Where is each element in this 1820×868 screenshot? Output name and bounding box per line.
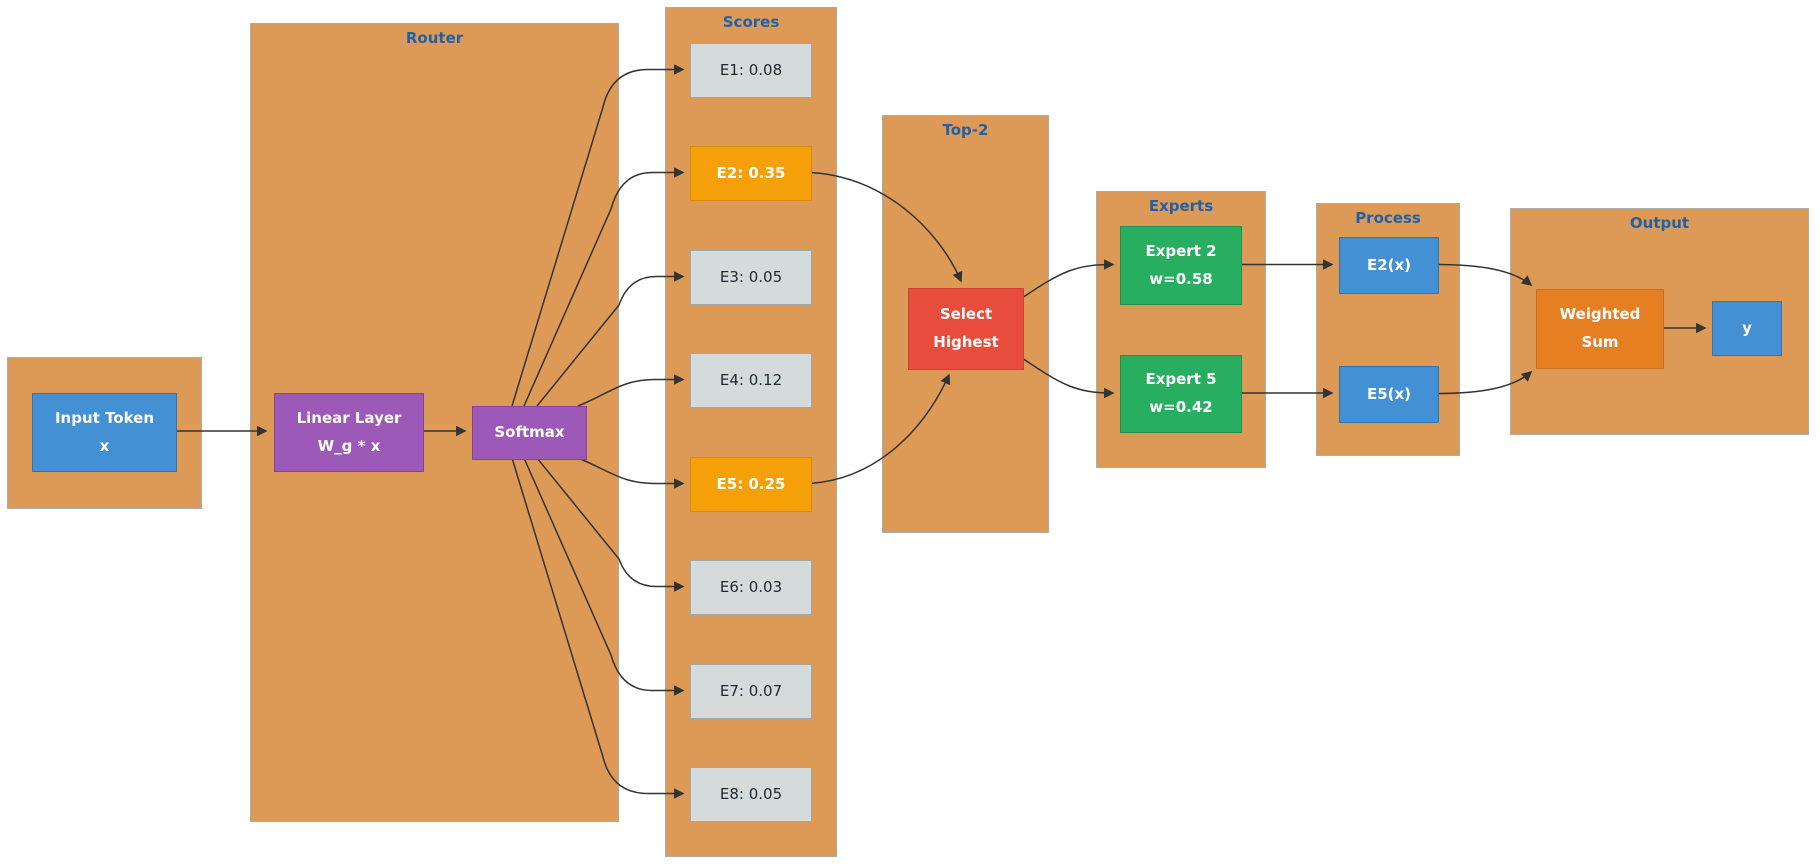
expert2-line1: Expert 2 (1145, 241, 1217, 260)
score-e5-label: E5: 0.25 (716, 474, 786, 493)
process-group-label: Process (1355, 209, 1421, 227)
weighted-sum-node: Weighted Sum (1536, 289, 1664, 369)
score-e6-node: E6: 0.03 (690, 560, 812, 615)
expert5-line2: w=0.42 (1149, 398, 1213, 416)
y-output-node: y (1712, 301, 1782, 356)
select-highest-line2: Highest (933, 333, 999, 351)
top2-group-label: Top-2 (942, 121, 989, 139)
input-token-line1: Input Token (54, 408, 155, 427)
score-e3-node: E3: 0.05 (690, 250, 812, 305)
score-e1-label: E1: 0.08 (719, 60, 783, 79)
scores-group: Scores (665, 7, 837, 857)
e2x-node: E2(x) (1339, 237, 1439, 294)
score-e6-label: E6: 0.03 (719, 577, 783, 596)
score-e4-label: E4: 0.12 (719, 370, 783, 389)
input-token-line2: x (99, 436, 110, 455)
softmax-node: Softmax (472, 406, 587, 460)
weighted-sum-line2: Sum (1581, 333, 1619, 351)
router-group-label: Router (405, 29, 464, 47)
score-e3-label: E3: 0.05 (719, 267, 783, 286)
expert2-line2: w=0.58 (1149, 269, 1213, 288)
score-e7-node: E7: 0.07 (690, 664, 812, 719)
expert5-line1: Expert 5 (1145, 370, 1217, 389)
input-token-node: Input Token x (32, 393, 177, 472)
select-highest-line1: Select (939, 305, 993, 324)
score-e7-label: E7: 0.07 (719, 681, 783, 700)
e5x-label: E5(x) (1366, 384, 1412, 403)
select-highest-node: Select Highest (908, 288, 1024, 370)
score-e4-node: E4: 0.12 (690, 353, 812, 408)
weighted-sum-line1: Weighted (1559, 305, 1641, 324)
expert2-node: Expert 2 w=0.58 (1120, 226, 1242, 305)
linear-layer-line2: W_g * x (317, 436, 381, 455)
softmax-label: Softmax (494, 423, 565, 442)
score-e8-node: E8: 0.05 (690, 767, 812, 822)
score-e2-label: E2: 0.35 (716, 163, 786, 182)
score-e2-node: E2: 0.35 (690, 146, 812, 201)
score-e5-node: E5: 0.25 (690, 457, 812, 512)
scores-group-label: Scores (722, 13, 780, 31)
e5x-node: E5(x) (1339, 366, 1439, 423)
linear-layer-node: Linear Layer W_g * x (274, 393, 424, 472)
score-e1-node: E1: 0.08 (690, 43, 812, 98)
y-output-label: y (1742, 318, 1752, 337)
expert5-node: Expert 5 w=0.42 (1120, 355, 1242, 433)
score-e8-label: E8: 0.05 (719, 784, 783, 803)
experts-group-label: Experts (1148, 197, 1214, 215)
linear-layer-line1: Linear Layer (296, 408, 402, 427)
output-group-label: Output (1629, 214, 1690, 232)
e2x-label: E2(x) (1366, 255, 1412, 274)
